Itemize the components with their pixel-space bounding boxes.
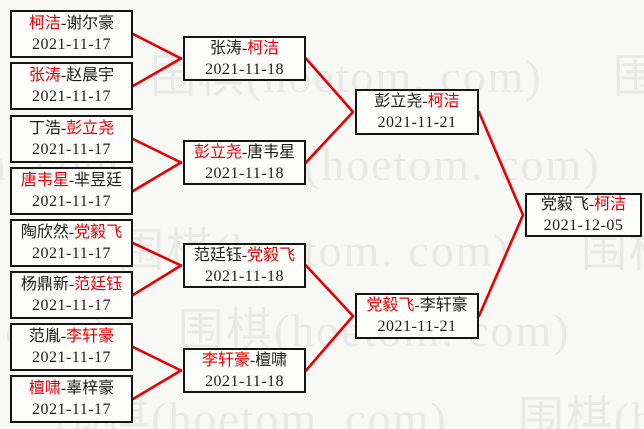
player-name: 党毅飞 (366, 297, 415, 314)
match-date: 2021-11-17 (31, 193, 112, 210)
player-name: 张涛 (28, 67, 61, 84)
match-date: 2021-11-18 (204, 372, 285, 390)
player-name: 彭立尧 (66, 120, 115, 137)
player-name: 陶欣然 (20, 224, 69, 241)
player-name: 范廷钰 (193, 246, 242, 264)
player-name: 柯洁 (247, 39, 280, 57)
player-name: 范廷钰 (74, 276, 123, 293)
match-date: 2021-11-17 (31, 36, 112, 53)
separator: - (422, 93, 428, 110)
separator: - (60, 380, 67, 397)
player-name: 李轩豪 (201, 351, 250, 369)
separator: - (68, 276, 75, 293)
separator: - (249, 351, 256, 369)
separator: - (60, 120, 67, 137)
match-box-r1-3: 丁浩-彭立尧 2021-11-17 (10, 115, 133, 163)
separator: - (241, 246, 248, 264)
separator: - (60, 15, 67, 32)
player-name: 谢尔豪 (66, 15, 115, 32)
match-box-r2-2: 彭立尧-唐韦星 2021-11-18 (183, 140, 306, 185)
match-box-r1-4: 唐韦星-芈昱廷 2021-11-17 (10, 167, 133, 215)
match-box-r1-5: 陶欣然-党毅飞 2021-11-17 (10, 219, 133, 267)
separator: - (588, 196, 595, 213)
separator: - (68, 224, 75, 241)
match-box-sf-1: 彭立尧-柯洁 2021-11-21 (355, 89, 479, 135)
match-box-sf-2: 党毅飞-李轩豪 2021-11-21 (355, 293, 479, 339)
match-date: 2021-11-17 (31, 245, 112, 262)
match-date: 2021-12-05 (543, 217, 624, 234)
player-name: 张涛 (209, 39, 242, 57)
match-date: 2021-11-17 (31, 401, 112, 418)
match-date: 2021-11-17 (31, 349, 112, 366)
player-name: 唐韦星 (20, 172, 69, 189)
match-box-r1-2: 张涛-赵晨宇 2021-11-17 (10, 62, 133, 110)
player-name: 党毅飞 (540, 196, 589, 213)
match-box-r1-6: 杨鼎新-范廷钰 2021-11-17 (10, 271, 133, 319)
player-name: 杨鼎新 (20, 276, 69, 293)
separator: - (60, 67, 67, 84)
match-box-r2-4: 李轩豪-檀啸 2021-11-18 (183, 348, 306, 393)
match-date: 2021-11-21 (377, 318, 457, 335)
match-box-r2-1: 张涛-柯洁 2021-11-18 (183, 36, 306, 81)
match-date: 2021-11-18 (204, 164, 285, 182)
player-name: 檀啸 (28, 380, 61, 397)
player-name: 赵晨宇 (66, 67, 115, 84)
player-name: 李轩豪 (419, 297, 468, 314)
match-box-r1-1: 柯洁-谢尔豪 2021-11-17 (10, 10, 133, 58)
match-box-r1-8: 檀啸-辜梓豪 2021-11-17 (10, 375, 133, 423)
separator: - (68, 172, 75, 189)
player-name: 檀啸 (255, 351, 288, 369)
match-date: 2021-11-18 (204, 60, 285, 78)
match-box-final: 党毅飞-柯洁 2021-12-05 (525, 193, 642, 237)
player-name: 范胤 (28, 328, 61, 345)
match-date: 2021-11-17 (31, 88, 112, 105)
separator: - (241, 143, 248, 161)
player-name: 丁浩 (28, 120, 61, 137)
match-box-r2-3: 范廷钰-党毅飞 2021-11-18 (183, 243, 306, 288)
match-date: 2021-11-17 (31, 297, 112, 314)
match-date: 2021-11-17 (31, 141, 112, 158)
player-name: 柯洁 (427, 93, 460, 110)
player-name: 唐韦星 (247, 143, 296, 161)
player-name: 彭立尧 (374, 93, 423, 110)
player-name: 党毅飞 (247, 246, 296, 264)
player-name: 芈昱廷 (74, 172, 123, 189)
player-name: 李轩豪 (66, 328, 115, 345)
player-name: 彭立尧 (193, 143, 242, 161)
separator: - (60, 328, 67, 345)
player-name: 柯洁 (28, 15, 61, 32)
separator: - (241, 39, 248, 57)
separator: - (414, 297, 420, 314)
player-name: 党毅飞 (74, 224, 123, 241)
match-date: 2021-11-18 (204, 267, 285, 285)
player-name: 柯洁 (594, 196, 627, 213)
match-box-r1-7: 范胤-李轩豪 2021-11-17 (10, 323, 133, 371)
match-date: 2021-11-21 (377, 114, 457, 131)
player-name: 辜梓豪 (66, 380, 115, 397)
